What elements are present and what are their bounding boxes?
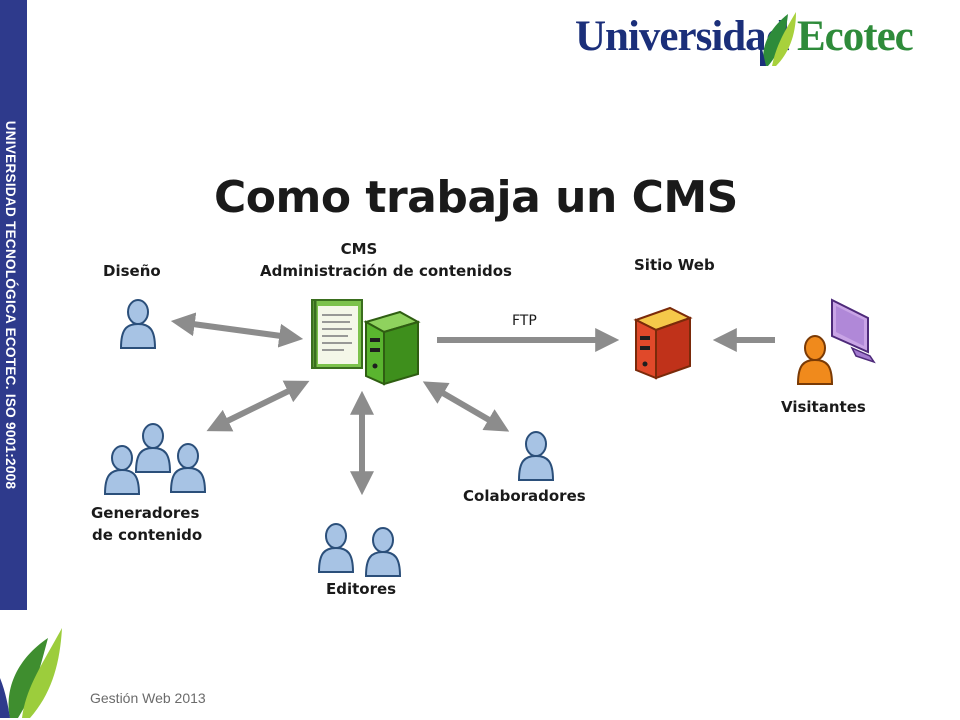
- leaf-logo-icon: [0, 628, 62, 718]
- label-generadores-line2: de contenido: [92, 526, 203, 544]
- brand-logo: Universidad Ecotec: [575, 10, 945, 70]
- label-ftp: FTP: [512, 313, 537, 329]
- diseno-person-icon: [120, 299, 156, 349]
- brand-leaf-icon: [760, 12, 796, 66]
- side-bar: UNIVERSIDAD TECNOLÓGICA ECOTEC. ISO 9001…: [0, 0, 27, 610]
- visitantes-person-icon: [796, 335, 834, 385]
- label-visitantes: Visitantes: [781, 398, 866, 416]
- sitio-web-server-icon: [633, 306, 693, 380]
- visitantes-monitor-icon: [831, 298, 876, 364]
- brand-part-universidad: Universidad: [575, 13, 790, 60]
- arrow-generadores-cms: [206, 380, 310, 432]
- arrow-diseno-cms: [170, 312, 304, 348]
- label-diseno: Diseño: [103, 262, 161, 280]
- sidebar-vertical-text: UNIVERSIDAD TECNOLÓGICA ECOTEC. ISO 9001…: [3, 120, 18, 490]
- footer-text: Gestión Web 2013: [90, 690, 206, 706]
- cms-document-icon: [311, 299, 363, 369]
- label-generadores-line1: Generadores: [91, 504, 200, 522]
- label-colaboradores: Colaboradores: [463, 487, 586, 505]
- label-cms-subtitle: Administración de contenidos: [260, 262, 512, 280]
- arrow-cms-colaboradores: [422, 381, 510, 432]
- cms-server-icon: [363, 310, 421, 386]
- label-editores: Editores: [326, 580, 397, 598]
- arrows: [170, 312, 775, 496]
- label-cms-title: CMS: [340, 240, 378, 258]
- label-sitio-web: Sitio Web: [634, 256, 715, 274]
- brand-part-ecotec: Ecotec: [797, 13, 914, 60]
- editores-people-icon: [318, 523, 401, 577]
- page-title: Como trabaja un CMS: [214, 172, 738, 223]
- generadores-people-icon: [104, 423, 206, 495]
- colaboradores-person-icon: [518, 431, 554, 481]
